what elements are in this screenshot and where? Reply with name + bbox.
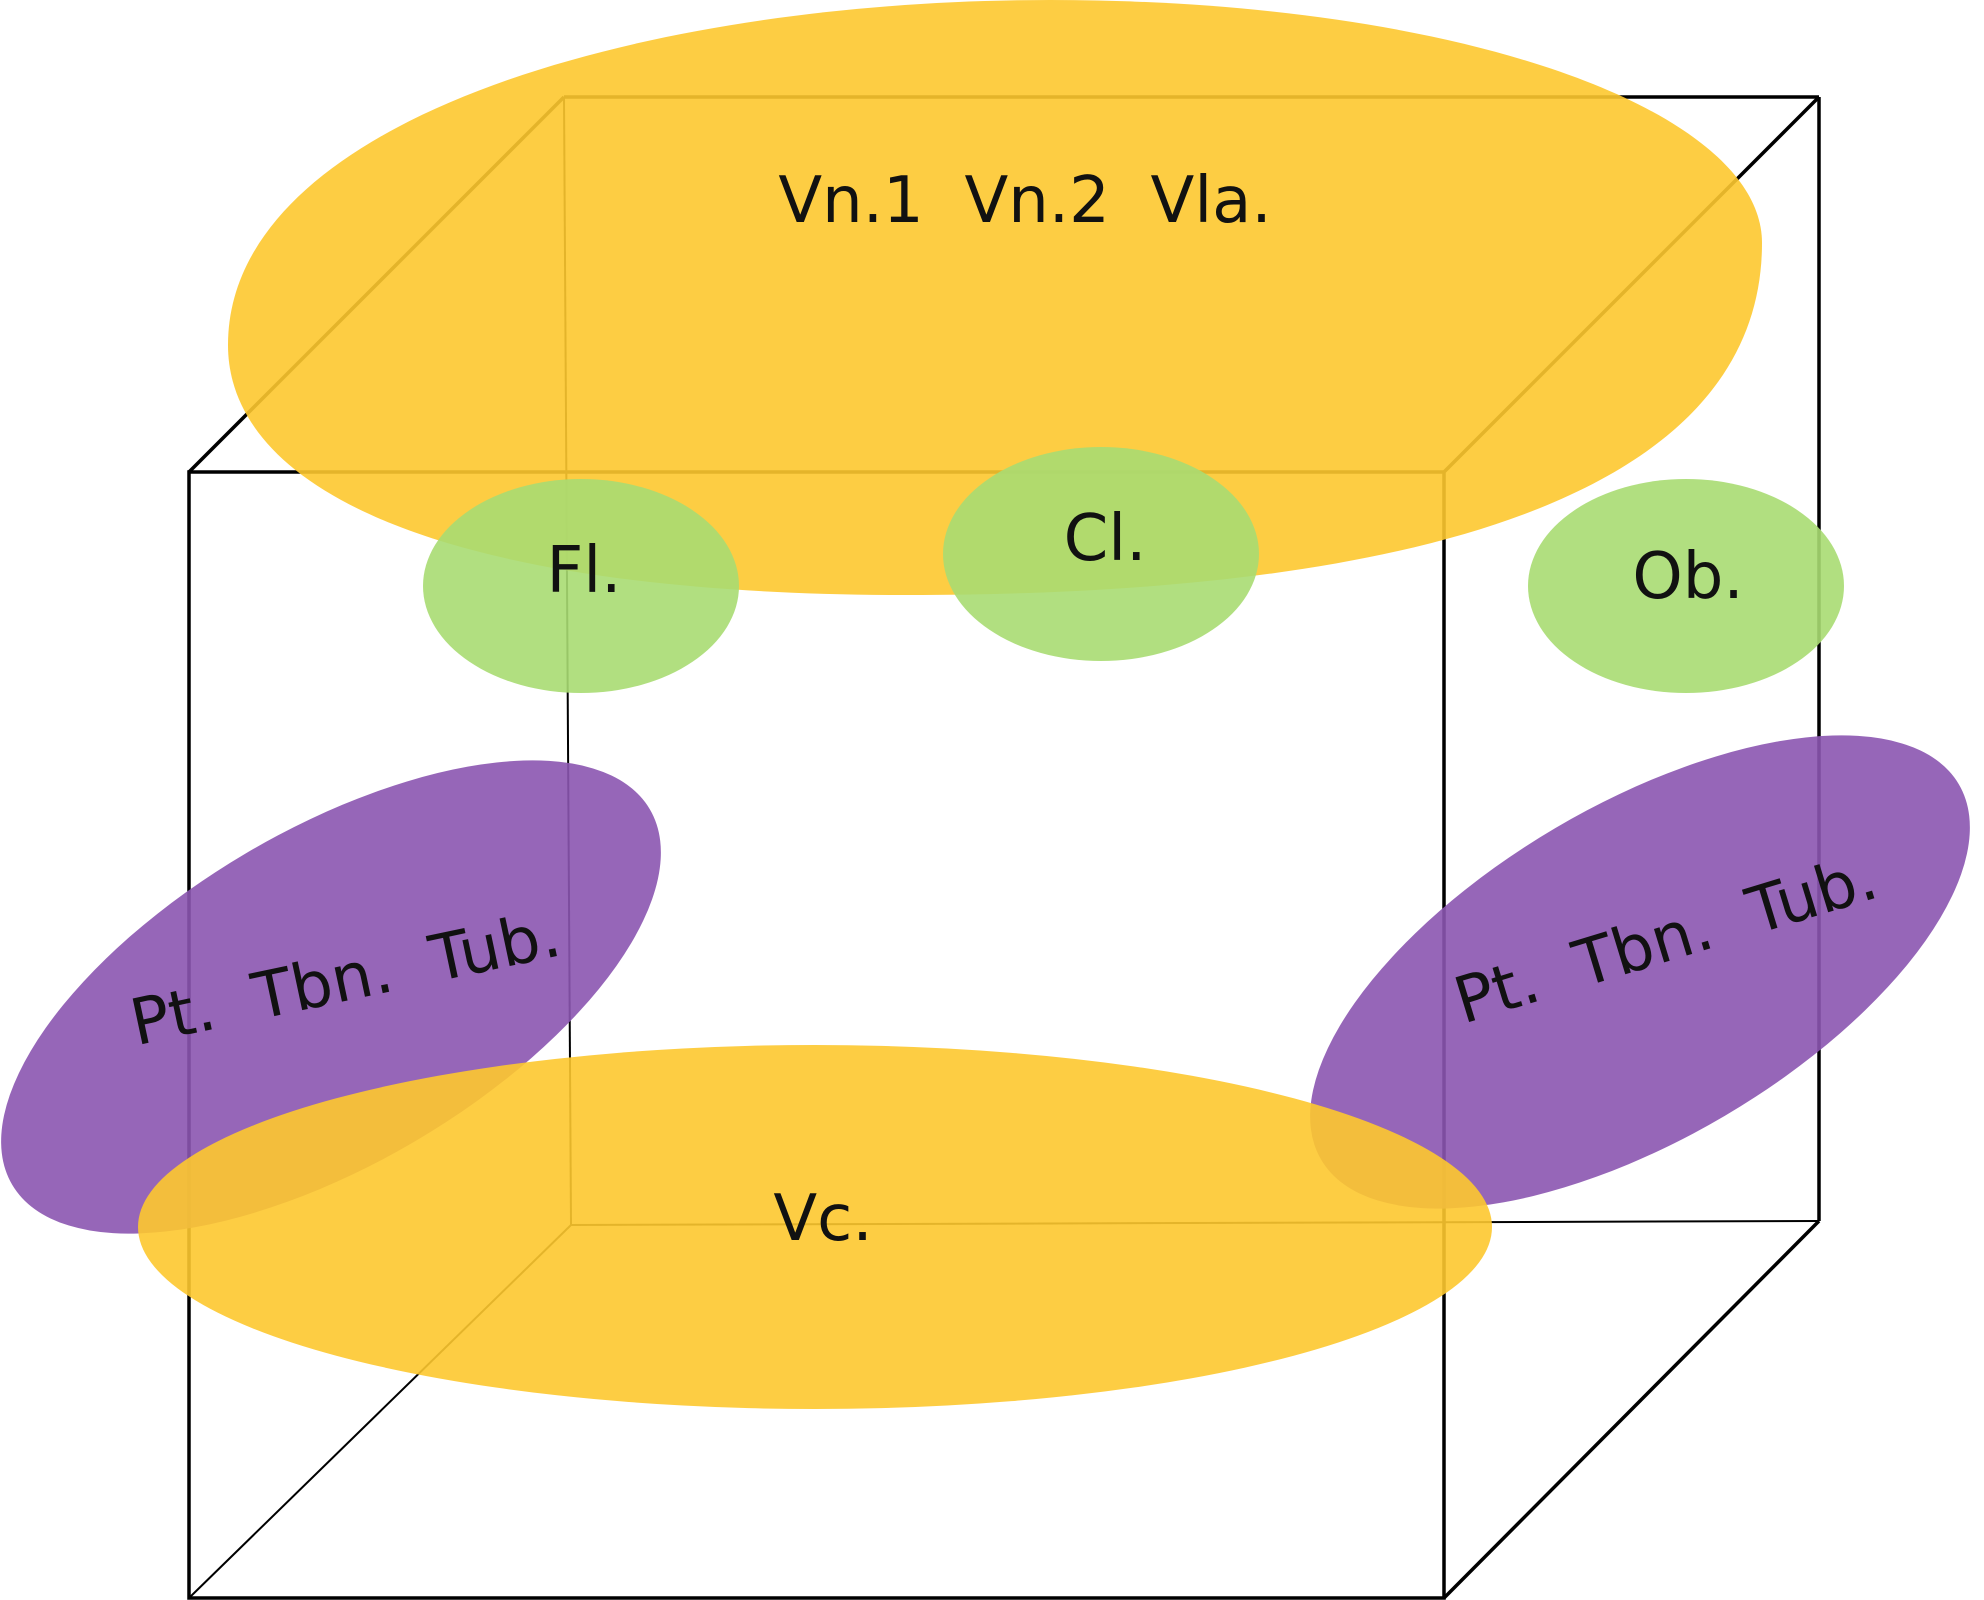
flute-blob — [423, 479, 739, 693]
instrument-blobs — [1, 0, 1970, 1409]
strings-high-blob — [228, 0, 1762, 595]
flute-label: Fl. — [547, 534, 622, 608]
cello-blob — [138, 1045, 1492, 1409]
cube-edge-bottom-right — [1442, 1219, 1821, 1600]
strings-high-label: Vn.1 Vn.2 Vla. — [778, 164, 1271, 238]
cello-label: Vc. — [773, 1182, 872, 1256]
oboe-blob — [1528, 479, 1844, 693]
oboe-label: Ob. — [1632, 540, 1743, 614]
clarinet-label: Cl. — [1064, 502, 1147, 576]
clarinet-blob — [943, 447, 1259, 661]
right-brass-percussion-blob — [1310, 735, 1970, 1209]
left-brass-percussion-blob — [1, 760, 661, 1234]
